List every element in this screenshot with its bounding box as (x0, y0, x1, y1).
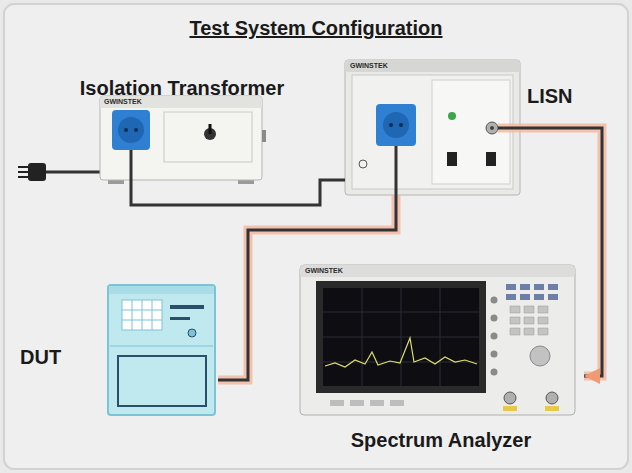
keypad-grid (122, 300, 162, 330)
dut-button (188, 329, 196, 337)
soft-key (491, 369, 498, 376)
node-label: LISN (527, 84, 573, 108)
cable-line (131, 180, 345, 205)
indicator-bar (170, 317, 190, 320)
soft-key (491, 315, 498, 322)
card-slot (170, 305, 204, 309)
numeric-keypad (510, 306, 548, 335)
lisn-node: LISN (345, 58, 580, 195)
analyzer-device (300, 265, 575, 415)
bnc-pin (490, 126, 494, 130)
device-top (300, 265, 575, 277)
rf-port (504, 392, 516, 404)
keypad (122, 300, 162, 330)
soft-key (491, 333, 498, 340)
brand-label: GWINSTEK (350, 62, 388, 70)
power-plug (18, 163, 101, 181)
transformer-node: Isolation Transformer (60, 72, 304, 182)
function-keys (506, 284, 558, 300)
cable-connector (218, 195, 396, 380)
socket-hole (124, 128, 128, 132)
ground-symbol (359, 160, 367, 168)
side-knob (262, 130, 266, 142)
diagram-title: Test System Configuration (0, 16, 632, 40)
device-top (345, 60, 520, 72)
cable-connector (131, 180, 345, 205)
cable-line (218, 195, 396, 380)
signal-glow (218, 195, 396, 380)
cable-connector (580, 128, 602, 376)
drawer (118, 356, 206, 406)
transformer-device (100, 96, 266, 184)
node-label: Isolation Transformer (60, 76, 304, 100)
socket-hole (134, 128, 138, 132)
cable-line (580, 128, 602, 376)
device-body (300, 265, 575, 415)
socket-face (118, 117, 144, 143)
toggle-switch (447, 152, 457, 166)
dut-device (108, 285, 215, 415)
front-frame (352, 75, 513, 189)
screen-grid (323, 288, 479, 386)
node-label: Spectrum Analyzer (298, 428, 584, 452)
signal-glow (580, 128, 602, 376)
screen-bezel (316, 281, 486, 393)
rotary-knob (530, 346, 550, 366)
spectrum-trace (325, 338, 477, 367)
plug-prong (18, 176, 28, 178)
power-socket (112, 110, 150, 150)
signal-glow (498, 124, 580, 133)
plug-prong (18, 166, 28, 168)
divider (110, 346, 213, 347)
socket-cord (395, 146, 398, 195)
device-body (100, 96, 262, 180)
socket-hole (399, 123, 403, 127)
device-top (109, 286, 214, 294)
socket-face (383, 112, 409, 138)
screen (323, 288, 479, 386)
rf-port (546, 392, 558, 404)
device-body (345, 60, 520, 195)
soft-key (491, 297, 498, 304)
power-cord (46, 171, 101, 174)
lisn-device (345, 60, 580, 195)
power-socket (376, 104, 416, 146)
node-label: DUT (20, 345, 61, 369)
warning-tag (503, 406, 517, 411)
toggle-switch (486, 152, 496, 166)
bnc-port (486, 122, 498, 134)
rf-cable (498, 127, 580, 130)
socket-cord (130, 150, 133, 182)
front-buttons (330, 400, 404, 406)
socket-hole (389, 123, 393, 127)
soft-key (491, 351, 498, 358)
switch-lever (209, 124, 212, 134)
green-led (448, 112, 456, 120)
analyzer-node: Spectrum Analyzer (298, 265, 584, 460)
panel-ground (4, 4, 628, 469)
warning-tag (545, 406, 559, 411)
dut-node: DUT (18, 285, 218, 415)
plug-body (28, 163, 46, 181)
brand-label: GWINSTEK (305, 267, 343, 275)
plug-prong (18, 171, 28, 173)
brand-label: GWINSTEK (104, 98, 142, 106)
device-body (108, 285, 215, 415)
front-panel (164, 112, 252, 162)
